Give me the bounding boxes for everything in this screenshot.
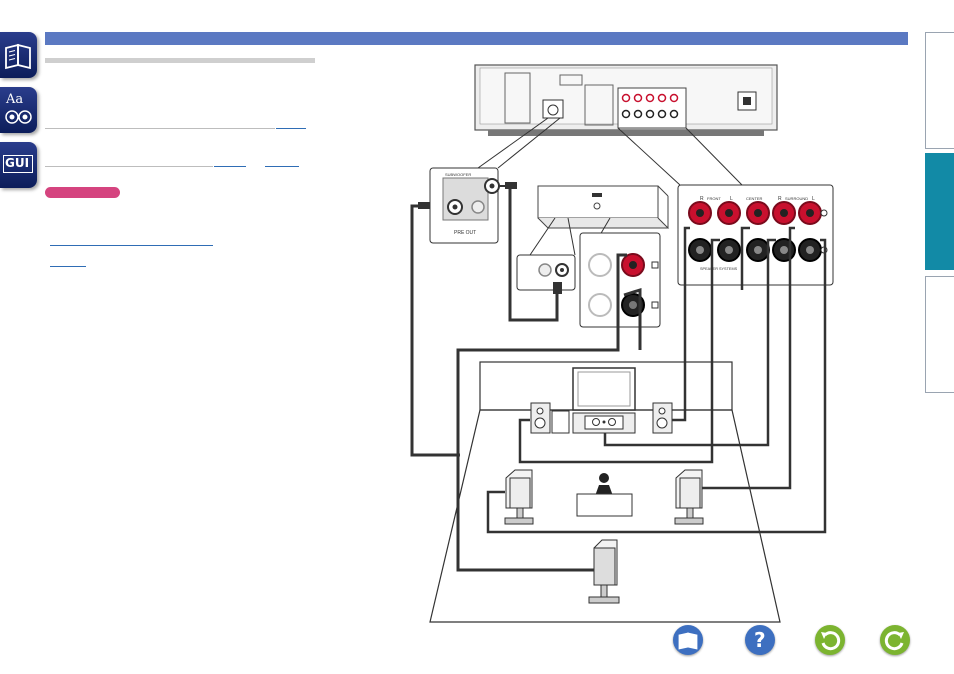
subwoofer xyxy=(551,410,570,434)
front-left-speaker xyxy=(530,402,551,434)
gui-icon: GUI xyxy=(5,156,30,170)
red-terminals xyxy=(688,201,822,225)
forward-arrow-icon xyxy=(884,631,904,651)
preout-label: PRE OUT xyxy=(454,230,476,236)
section-divider xyxy=(45,58,315,63)
page-link[interactable] xyxy=(265,166,299,167)
glossary-button[interactable]: Aa xyxy=(0,87,37,133)
back-arrow-icon xyxy=(821,631,841,651)
external-amplifier xyxy=(537,185,659,219)
center-speaker xyxy=(572,412,636,434)
page-link[interactable] xyxy=(214,166,246,167)
note-badge xyxy=(45,187,120,198)
subwoofer-label: SUBWOOFER xyxy=(445,172,471,177)
channel-letter-r: R xyxy=(700,196,704,202)
contents-book-button[interactable] xyxy=(0,32,37,78)
header-bar xyxy=(45,32,908,45)
speaker-systems-label: SPEAKER SYSTEMS xyxy=(700,267,738,271)
book-icon xyxy=(5,43,31,70)
page-link[interactable] xyxy=(50,245,213,246)
page-link[interactable] xyxy=(276,128,306,129)
surround-right-speaker xyxy=(674,469,704,525)
surround-left-speaker xyxy=(504,469,534,525)
back-button[interactable] xyxy=(815,625,845,655)
forward-button[interactable] xyxy=(880,625,910,655)
channel-letter-l: L xyxy=(730,196,733,202)
text-line xyxy=(45,166,213,167)
black-terminals xyxy=(688,238,822,262)
channel-letter-r2: R xyxy=(778,196,782,202)
av-receiver xyxy=(474,64,778,136)
glossary-icon-label: Aa xyxy=(6,92,24,107)
gui-button[interactable]: GUI xyxy=(0,142,37,188)
tab-connections[interactable] xyxy=(925,153,954,270)
channel-letter-l2: L xyxy=(812,196,815,202)
surround-label: SURROUND xyxy=(785,196,808,201)
tab-basic[interactable] xyxy=(925,32,954,149)
help-button[interactable]: ? xyxy=(745,625,775,655)
page-link[interactable] xyxy=(50,266,86,267)
center-label: CENTER xyxy=(746,196,763,201)
front-right-speaker xyxy=(652,402,673,434)
speaker-wires xyxy=(486,226,827,534)
listener-sofa xyxy=(576,473,633,517)
glossary-icon xyxy=(5,110,32,124)
help-question-icon: ? xyxy=(754,628,766,652)
text-line xyxy=(45,128,275,129)
tab-advanced[interactable] xyxy=(925,276,954,393)
front-label: FRONT xyxy=(707,196,721,201)
manual-button[interactable] xyxy=(673,625,703,655)
manual-book-icon xyxy=(678,632,698,650)
height-speaker xyxy=(588,539,620,604)
